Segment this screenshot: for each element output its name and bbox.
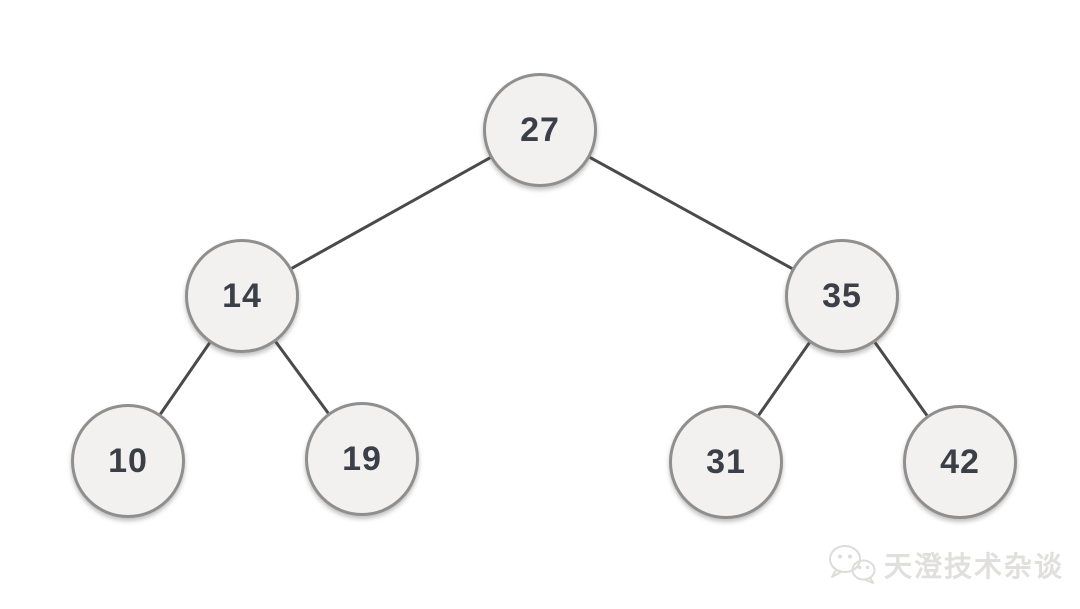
wechat-icon (828, 545, 876, 584)
node-label: 35 (822, 276, 862, 315)
tree-edge-35-31 (757, 341, 811, 417)
tree-node-14: 14 (185, 239, 299, 353)
node-label: 27 (520, 110, 560, 149)
node-label: 14 (222, 276, 262, 315)
tree-node-19: 19 (305, 402, 419, 516)
tree-node-42: 42 (903, 405, 1017, 519)
tree-edge-27-35 (589, 156, 793, 270)
tree-edge-35-42 (873, 341, 929, 417)
watermark-label: 天澄技术杂谈 (883, 551, 1064, 582)
tree-edge-27-14 (291, 156, 491, 270)
tree-node-10: 10 (71, 404, 185, 518)
tree-node-27: 27 (483, 73, 597, 187)
watermark: 天澄技术杂谈 (827, 544, 1064, 586)
tree-node-31: 31 (669, 405, 783, 519)
node-label: 42 (940, 442, 980, 481)
node-label: 19 (342, 439, 382, 478)
tree-node-35: 35 (785, 239, 899, 353)
node-label: 10 (108, 441, 148, 480)
tree-edge-14-19 (274, 341, 330, 414)
tree-edge-14-10 (159, 342, 211, 415)
node-label: 31 (706, 442, 746, 481)
